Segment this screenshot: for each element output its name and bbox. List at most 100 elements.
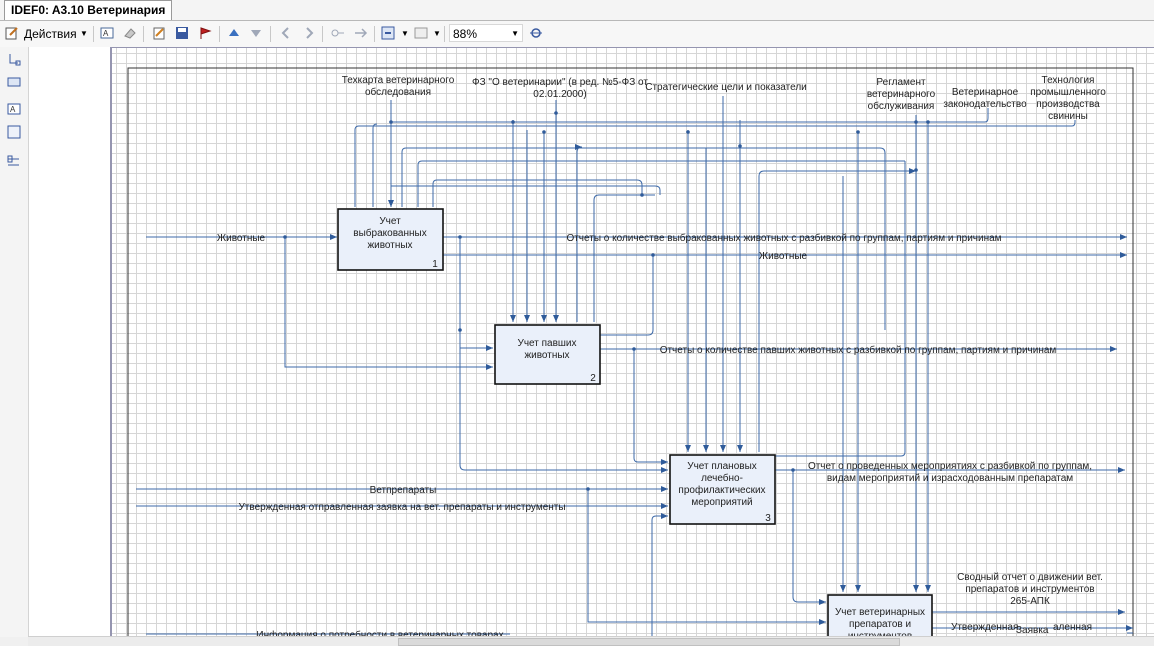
control-bus-law: [391, 108, 989, 123]
pig-tech-line-1: Технология: [1042, 75, 1095, 86]
actions-icon: [5, 27, 18, 40]
control-branch: [372, 123, 378, 207]
eraser-icon[interactable]: [123, 26, 137, 40]
box-3-label-line-1: Учет плановых: [687, 461, 757, 472]
box-1-label-line-1: Учет: [379, 216, 401, 227]
layout-icon[interactable]: [414, 26, 428, 40]
measures-report-line-1: Отчет о проведенных мероприятиях с разби…: [808, 460, 1092, 472]
chevron-down-icon: ▼: [511, 29, 519, 38]
zoom-value: 88%: [453, 27, 478, 41]
zoom-select[interactable]: 88% ▼: [449, 24, 523, 42]
tab-title: IDEF0: A3.10 Ветеринария: [11, 3, 166, 17]
input-arrow-to-box4: [587, 489, 826, 625]
junction-dots: [283, 111, 930, 491]
activity-box-3[interactable]: Учет плановых лечебно- профилактических …: [669, 454, 776, 525]
regulation-line-2: ветеринарного: [867, 89, 936, 100]
box-1-label-line-2: выбракованных: [353, 227, 426, 239]
pig-tech-line-3: производства: [1036, 99, 1100, 110]
output-label-animals: Животные: [759, 251, 808, 262]
text-box-icon[interactable]: A: [100, 26, 114, 40]
pig-tech-line-2: промышленного: [1030, 87, 1106, 98]
control-label-regulation: Регламент ветеринарного обслуживания: [867, 77, 936, 112]
control-bus-reg: [401, 147, 886, 330]
output-label-order: Заявка: [1016, 625, 1049, 636]
box-1-label-line-3: животных: [367, 240, 412, 251]
chevron-down-icon[interactable]: ▼: [401, 29, 409, 38]
feedback-arrow-box2-box3: [633, 349, 668, 465]
svg-text:A: A: [10, 105, 16, 114]
arrow-down-icon[interactable]: [249, 26, 263, 40]
arrow-up-icon[interactable]: [227, 26, 241, 40]
frame-tool-icon[interactable]: [7, 125, 21, 139]
feedback-arrow-box3-box4: [792, 470, 826, 605]
input-label-animals: Животные: [217, 233, 266, 244]
output-label-summary-report: Сводный отчет о движении вет. препаратов…: [957, 572, 1103, 607]
activity-box-2[interactable]: Учет павших животных 2: [494, 324, 601, 385]
tab-diagram[interactable]: IDEF0: A3.10 Ветеринария: [4, 0, 173, 20]
toolbar-divider: [93, 26, 94, 42]
summary-report-line-2: препаратов и инструментов: [965, 584, 1094, 595]
chevron-down-icon[interactable]: ▼: [433, 29, 441, 38]
link-icon[interactable]: [331, 26, 345, 40]
control-arrow-box3-d: [758, 168, 916, 452]
control-bus-tech: [354, 120, 1076, 207]
summary-report-line-1: Сводный отчет о движении вет.: [957, 572, 1103, 583]
edit-icon[interactable]: [152, 26, 166, 40]
output-label-culled-report: Отчеты о количестве выбракованных животн…: [566, 232, 1001, 244]
back-icon[interactable]: [279, 26, 293, 40]
toolbar-divider: [219, 26, 220, 42]
settings-link-icon[interactable]: [529, 26, 543, 40]
text-tool-icon[interactable]: A: [7, 102, 21, 116]
box-3-label-line-4: мероприятий: [691, 497, 752, 508]
output-arrow-box2-loop: [600, 255, 654, 336]
control-label-tech-map: Техкарта ветеринарного обследования: [342, 75, 455, 98]
box-3-number: 3: [765, 513, 771, 524]
flag-icon[interactable]: [198, 26, 212, 40]
svg-text:A: A: [103, 29, 109, 38]
box-4-label-line-1: Учет ветеринарных: [835, 607, 925, 618]
measures-report-line-2: видам мероприятий и израсходованным преп…: [827, 473, 1073, 484]
fz-line-1: ФЗ "О ветеринарии" (в ред. №5-ФЗ от: [472, 77, 648, 88]
box-3-label-line-3: профилактических: [678, 484, 765, 496]
connector-tool-icon[interactable]: [7, 53, 21, 67]
tech-map-line-1: Техкарта ветеринарного: [342, 75, 455, 86]
output-label-approved: Утвержденная: [951, 622, 1018, 633]
toolbar-divider: [374, 26, 375, 42]
input-label-approved-order: Утвержденная отправленная заявка на вет.…: [238, 502, 565, 513]
box-2-label-line-1: Учет павших: [517, 338, 576, 349]
control-branch-2: [391, 185, 661, 195]
vet-law-line-1: Ветеринарное: [952, 87, 1019, 98]
box-4-label-line-2: препаратов и: [849, 619, 911, 630]
toolbar-divider: [143, 26, 144, 42]
feedback-arrow-box1-box2: [459, 237, 493, 351]
feedback-arrow-box1-box3: [459, 330, 668, 473]
box-1-number: 1: [432, 259, 438, 270]
arrow-right-icon[interactable]: [354, 26, 368, 40]
control-label-strategic: Стратегические цели и показатели: [645, 82, 807, 93]
control-bus-fz: [432, 179, 655, 207]
control-arrow-reg-box3: [775, 161, 906, 457]
output-label-dead-report: Отчеты о количестве павших животных с ра…: [660, 344, 1057, 356]
diagram-page: [112, 48, 1154, 636]
box-tool-icon[interactable]: [7, 75, 21, 89]
summary-report-line-3: 265-АПК: [1010, 596, 1050, 607]
export-icon[interactable]: [381, 26, 395, 40]
regulation-line-3: обслуживания: [868, 100, 935, 112]
actions-menu-button[interactable]: Действия: [24, 27, 77, 41]
control-arrow-box2-d: [574, 144, 583, 322]
pig-tech-line-4: свинины: [1048, 111, 1088, 122]
toolbar: Действия ▼ A ▼ ▼: [0, 21, 1154, 48]
chevron-down-icon[interactable]: ▼: [80, 29, 88, 38]
tab-bar: IDEF0: A3.10 Ветеринария: [0, 0, 1154, 21]
output-label-measures-report: Отчет о проведенных мероприятиях с разби…: [808, 460, 1092, 484]
regulation-line-1: Регламент: [876, 77, 926, 88]
canvas-margin: [29, 47, 110, 637]
save-icon[interactable]: [175, 26, 189, 40]
toolbar-divider: [444, 26, 445, 42]
forward-icon[interactable]: [302, 26, 316, 40]
arrow-tool-icon[interactable]: [7, 155, 21, 169]
vet-law-line-2: законодательство: [943, 99, 1027, 110]
activity-box-1[interactable]: Учет выбракованных животных 1: [337, 208, 444, 271]
input-arrow-demand: [651, 513, 668, 640]
